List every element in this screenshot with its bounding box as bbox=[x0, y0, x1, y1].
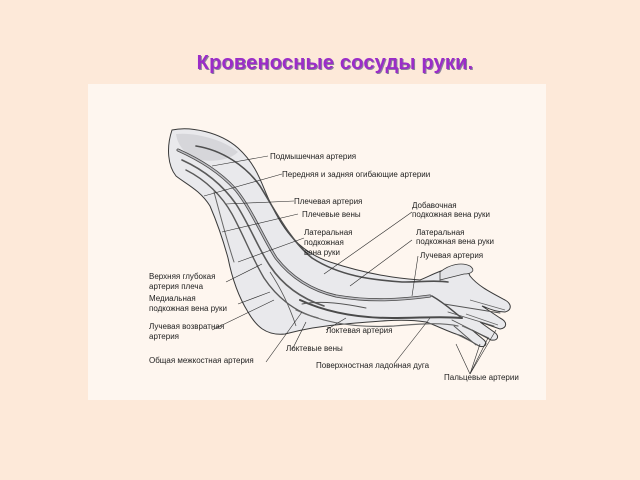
thumb bbox=[439, 263, 474, 281]
label-medial-vein-2: подкожная вена руки bbox=[149, 304, 227, 313]
label-brachial-veins: Плечевые вены bbox=[302, 210, 361, 219]
label-palmar-arch: Поверхностная ладонная дуга bbox=[316, 361, 430, 370]
palmar-arch-line bbox=[431, 295, 463, 319]
label-ulnar-artery: Локтевая артерия bbox=[326, 326, 392, 335]
label-cephalic-vein-2: подкожная bbox=[304, 238, 344, 247]
label-circumflex-arteries: Передняя и задняя огибающие артерии bbox=[282, 170, 430, 179]
label-radial-artery: Лучевая артерия bbox=[420, 251, 483, 260]
label-basilic-vein-1: Добавочная bbox=[412, 201, 457, 210]
digital-artery-lines bbox=[443, 303, 501, 346]
arm-outline bbox=[168, 128, 511, 347]
label-cephalic-vein-1: Латеральная bbox=[304, 228, 352, 237]
label-axillary-artery: Подмышечная артерия bbox=[270, 152, 356, 161]
brachial-vein-a bbox=[181, 159, 325, 307]
label-digital-arteries: Пальцевые артерии bbox=[444, 373, 519, 382]
label-radial-recurrent-2: артерия bbox=[149, 332, 179, 341]
label-common-interosseous: Общая межкостная артерия bbox=[149, 356, 254, 365]
ulnar-artery-line bbox=[299, 299, 463, 320]
vessels bbox=[176, 145, 501, 346]
label-cephalic-vein-3: вена руки bbox=[304, 248, 340, 257]
label-lateral-vein-1: Латеральная bbox=[416, 228, 464, 237]
elbow-fold bbox=[269, 271, 297, 327]
slide-title: Кровеносные сосуды руки. bbox=[196, 52, 474, 74]
label-deep-brachial-1: Верхняя глубокая bbox=[149, 272, 215, 281]
label-basilic-vein-2: подкожная вена руки bbox=[412, 210, 490, 219]
interosseous-line bbox=[301, 301, 367, 309]
label-lateral-vein-2: подкожная вена руки bbox=[416, 237, 494, 246]
artery-highlight bbox=[177, 149, 431, 301]
label-ulnar-veins: Локтевые вены bbox=[286, 344, 343, 353]
label-brachial-artery: Плечевая артерия bbox=[294, 197, 362, 206]
cephalic-vein bbox=[195, 145, 449, 283]
leader-lines bbox=[203, 155, 497, 375]
ulnar-vein-line bbox=[295, 309, 459, 328]
label-medial-vein-1: Медиальная bbox=[149, 294, 196, 303]
arm-illustration bbox=[168, 128, 511, 347]
label-deep-brachial-2: артерия плеча bbox=[149, 282, 204, 291]
finger-lines bbox=[455, 299, 506, 346]
label-group: Подмышечная артерия Передняя и задняя ог… bbox=[149, 152, 519, 382]
figure-panel bbox=[88, 84, 546, 400]
deep-brachial-line bbox=[213, 191, 235, 263]
brachial-vein-b bbox=[185, 169, 319, 319]
label-radial-recurrent-1: Лучевая возвратная bbox=[149, 322, 224, 331]
